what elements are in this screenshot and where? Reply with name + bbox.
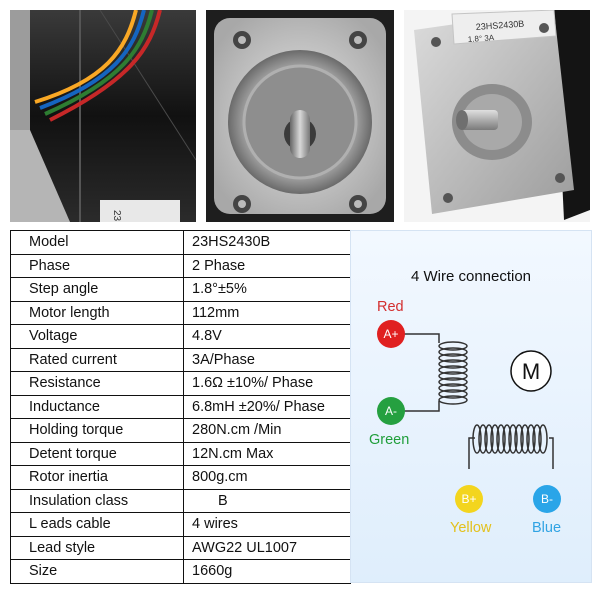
terminal-b-minus-label: B- [541,492,553,506]
spec-value: 2 Phase [183,253,351,278]
wiring-title: 4 Wire connection [410,268,532,285]
lead-b-minus [549,437,554,469]
spec-key: Model [10,230,184,255]
spec-value: 112mm [183,300,351,325]
spec-key: Voltage [10,324,184,349]
spec-key: Resistance [10,371,184,396]
spec-value: 23HS2430B [183,230,351,255]
wire-color-blue-label: Blue [532,520,562,536]
spec-value: 1.6Ω ±10%/ Phase [183,371,351,396]
spec-key: Size [10,559,184,584]
spec-key: L eads cable [10,512,184,537]
spec-key: Motor length [10,300,184,325]
wiring-diagram: M A+ A- B+ B- [377,320,561,513]
terminal-a-minus: A- [377,397,405,425]
spec-value: B [183,488,351,513]
spec-value: AWG22 UL1007 [183,535,351,560]
spec-key: Holding torque [10,418,184,443]
terminal-a-minus-label: A- [385,404,397,418]
spec-value: 6.8mH ±20%/ Phase [183,394,351,419]
spec-key: Phase [10,253,184,278]
coil-b [472,424,548,454]
wire-color-yellow-label: Yellow [450,520,492,536]
spec-value: 4 wires [183,512,351,537]
wire-color-green-label: Green [369,432,410,448]
spec-value: 1660g [183,559,351,584]
motor-symbol: M [510,350,552,392]
svg-text:23: 23 [111,210,122,222]
spec-key: Inductance [10,394,184,419]
terminal-b-minus: B- [533,485,561,513]
coil-a [438,341,468,405]
spec-key: Lead style [10,535,184,560]
wiring-diagram-panel: 4 Wire connection [350,230,592,583]
terminal-a-plus: A+ [377,320,405,348]
lead-a-plus [404,333,440,343]
spec-key: Insulation class [10,488,184,513]
spec-value: 12N.cm Max [183,441,351,466]
spec-value: 1.8°±5% [183,277,351,302]
spec-value: 4.8V [183,324,351,349]
wire-color-red-label: Red [377,299,404,315]
spec-key: Detent torque [10,441,184,466]
terminal-b-plus: B+ [455,485,483,513]
motor-symbol-label: M [522,359,540,384]
terminal-a-plus-label: A+ [383,327,398,341]
spec-key: Step angle [10,277,184,302]
lead-b-plus [468,437,475,469]
terminal-b-plus-label: B+ [461,492,476,506]
motor-side-photo: 23 [10,10,196,222]
spec-value: 280N.cm /Min [183,418,351,443]
front-label-model: 23HS2430B [475,19,524,32]
spec-key: Rotor inertia [10,465,184,490]
motor-angle-photo: 23HS2430B 1.8° 3A [404,10,590,222]
front-label-rating: 1.8° 3A [468,33,496,44]
lead-a-minus [404,401,440,412]
spec-key: Rated current [10,347,184,372]
motor-front-photo [206,10,394,222]
spec-value: 800g.cm [183,465,351,490]
spec-value: 3A/Phase [183,347,351,372]
